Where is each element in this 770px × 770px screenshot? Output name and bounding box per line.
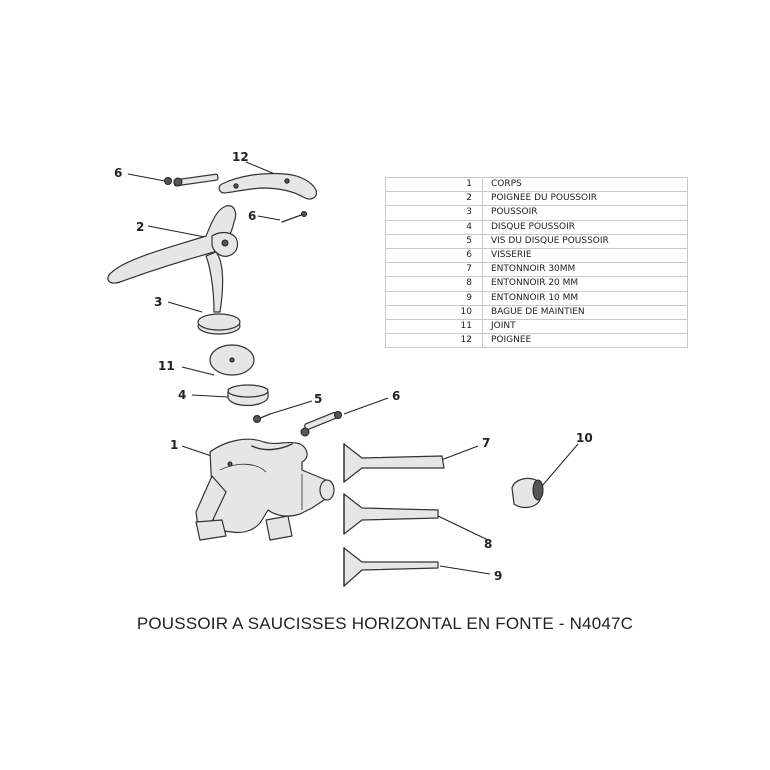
callout-3: 3 (154, 295, 162, 309)
callout-7: 7 (482, 436, 490, 450)
part-3-pusher (167, 251, 241, 335)
part-name: DISQUE POUSSOIR (482, 219, 688, 235)
part-12-handle (218, 161, 317, 200)
callout-2: 2 (136, 220, 144, 234)
part-number: 11 (385, 318, 483, 335)
part-name: JOINT (482, 318, 688, 335)
part-name: ENTONNOIR 20 MM (482, 276, 688, 292)
part-number: 3 (385, 205, 483, 221)
callout-6-middle: 6 (248, 209, 256, 223)
callout-6-top: 6 (114, 166, 122, 180)
part-number: 7 (385, 262, 483, 278)
part-number: 5 (385, 233, 483, 249)
part-number: 9 (385, 290, 483, 306)
part-number: 2 (385, 191, 483, 207)
callout-5: 5 (314, 392, 322, 406)
part-8-funnel-20mm (343, 493, 489, 541)
part-7-funnel-30mm (343, 443, 479, 483)
diagram-caption: POUSSOIR A SAUCISSES HORIZONTAL EN FONTE… (136, 614, 634, 633)
part-1-body (181, 438, 335, 541)
part-2-lever (107, 205, 239, 284)
part-name: ENTONNOIR 30MM (482, 262, 688, 278)
part-name: POIGNEE DU POUSSOIR (482, 191, 688, 207)
part-name: CORPS (482, 176, 688, 193)
part-name: BAGUE DE MAINTIEN (482, 304, 688, 320)
callout-8: 8 (484, 537, 492, 551)
part-10-ring (511, 443, 579, 509)
part-number: 12 (385, 333, 483, 349)
part-number: 6 (385, 247, 483, 264)
part-number: 8 (385, 276, 483, 292)
callout-4: 4 (178, 388, 186, 402)
part-number: 1 (385, 176, 483, 193)
part-name: ENTONNOIR 10 MM (482, 290, 688, 306)
part-number: 10 (385, 304, 483, 320)
part-name: VIS DU DISQUE POUSSOIR (482, 233, 688, 249)
callout-12: 12 (232, 150, 249, 164)
part-9-funnel-10mm (343, 547, 491, 587)
callout-11: 11 (158, 359, 175, 373)
part-name: POUSSOIR (482, 205, 688, 221)
part-name: VISSERIE (482, 247, 688, 264)
callout-6-right: 6 (392, 389, 400, 403)
part-name: POIGNEE (482, 333, 688, 349)
part-5-screw (253, 400, 313, 423)
part-number: 4 (385, 219, 483, 235)
callout-10: 10 (576, 431, 593, 445)
part-6-screw-middle (257, 211, 307, 223)
callout-1: 1 (170, 438, 178, 452)
callout-9: 9 (494, 569, 502, 583)
part-4-disc (191, 384, 269, 407)
part-6-bolt-top (127, 173, 219, 187)
part-6-bolt-right (300, 397, 389, 437)
part-11-gasket (181, 344, 255, 376)
